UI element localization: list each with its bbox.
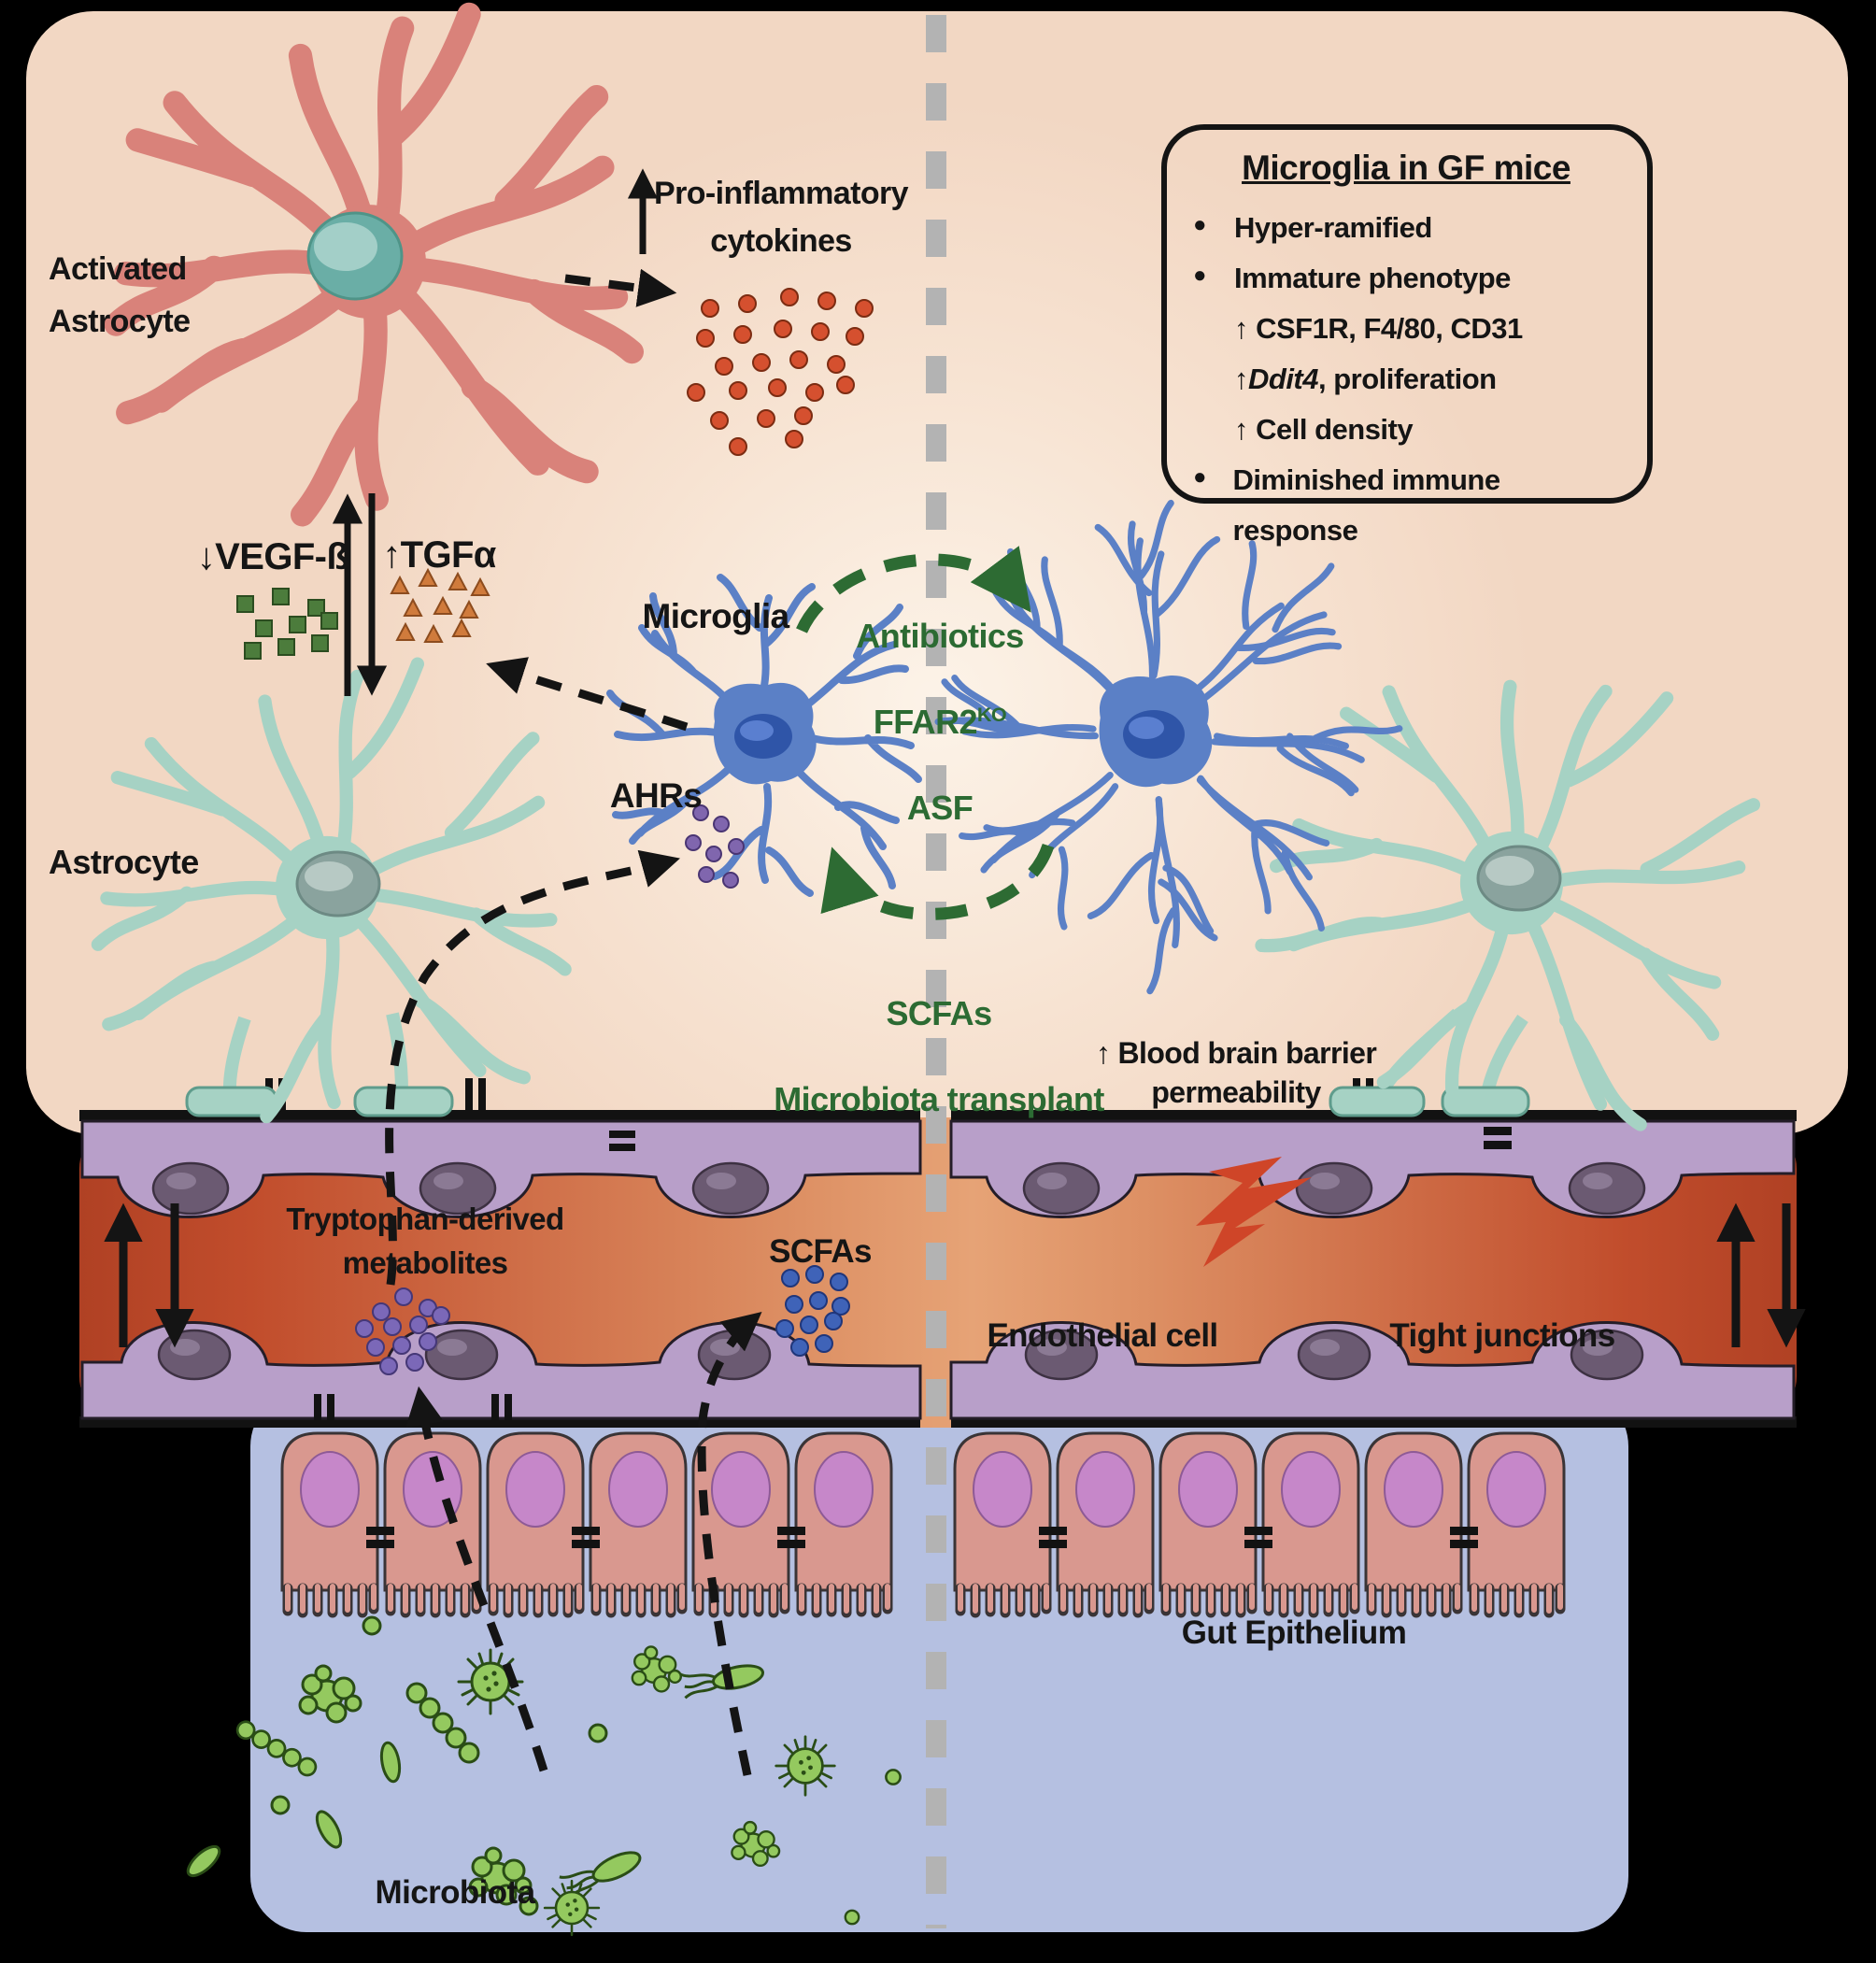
- astrocyte-label: Astrocyte: [49, 843, 199, 881]
- vegf-squares: [236, 588, 338, 660]
- microglia-cell-hyper-ramified: [870, 447, 1444, 1022]
- treatments-to-conventional-label: SCFAs Microbiota transplant: [774, 949, 1104, 1164]
- dashed-arrows: [385, 268, 762, 1776]
- gf-box-item-cell-density: ↑ Cell density: [1234, 412, 1414, 446]
- antibiotics-label: Antibiotics: [856, 617, 1024, 656]
- gf-box-title: Microglia in GF mice: [1242, 149, 1570, 187]
- gut-epithelium-label: Gut Epithelium: [1181, 1614, 1407, 1651]
- astrocyte-cell-right: [1222, 599, 1808, 1175]
- scfas-treatment-label: SCFAs: [886, 994, 992, 1033]
- scfas-vessel-label: SCFAs: [769, 1233, 872, 1270]
- gf-mice-info-box: Microglia in GF mice ● Hyper-ramified ● …: [1161, 124, 1653, 547]
- bbb-permeability-label: ↑ Blood brain barrier permeability: [1095, 1036, 1377, 1110]
- treatments-to-gf-label: Antibiotics FFAR2KO ASF: [856, 572, 1024, 874]
- epithelium-junction-marks: [366, 1527, 1478, 1548]
- bullet-icon: ●: [1193, 212, 1207, 237]
- gf-box-item-immature-phenotype: ● Immature phenotype: [1193, 253, 1619, 304]
- activated-astrocyte-label: Activated Astrocyte: [49, 251, 191, 340]
- tgf-label: ↑TGFα: [382, 534, 496, 576]
- gut-epithelium-cells: [282, 1433, 1564, 1613]
- endothelial-cell-label: Endothelial cell: [987, 1317, 1218, 1354]
- lightning-bolt-icon: [1196, 1157, 1312, 1267]
- microbiota-transplant-label: Microbiota transplant: [774, 1080, 1104, 1119]
- pro-inflammatory-label: Pro-inflammatory cytokines: [654, 176, 909, 259]
- microglia-cell-normal: [609, 576, 919, 894]
- scfa-dots: [775, 1265, 850, 1357]
- microbiota-label: Microbiota: [375, 1874, 536, 1911]
- solid-arrows: [104, 168, 1806, 1348]
- vegf-label: ↓VEGF-ß: [196, 536, 349, 577]
- gf-box-item-immune-response: ● Diminished immune response: [1193, 455, 1619, 556]
- tryptophan-metabolites-label: Tryptophan-derived metabolites: [286, 1202, 564, 1280]
- bullet-icon: ●: [1193, 262, 1207, 288]
- asf-label: ASF: [906, 789, 974, 828]
- cytokine-dots: [687, 288, 874, 456]
- gf-box-item-hyper-ramified: ● Hyper-ramified: [1193, 203, 1619, 253]
- tight-junctions-label: Tight junctions: [1389, 1317, 1615, 1354]
- gf-box-item-ddit4: ↑ Ddit4, proliferation: [1234, 362, 1497, 395]
- activated-astrocyte-cell: [115, 13, 632, 516]
- gf-box-item-csf1r: ↑ CSF1R, F4/80, CD31: [1234, 311, 1523, 345]
- ffar2ko-label: FFAR2KO: [873, 703, 1007, 742]
- treatment-cycle-arrows: [796, 546, 1055, 920]
- microglia-label: Microglia: [642, 597, 789, 635]
- astrocyte-cell-left: [97, 663, 566, 1117]
- tryptophan-metabolite-dots: [355, 1287, 450, 1375]
- ahrs-label: AHRs: [609, 776, 703, 815]
- bullet-icon: ●: [1193, 463, 1206, 490]
- ahr-dots: [685, 804, 745, 889]
